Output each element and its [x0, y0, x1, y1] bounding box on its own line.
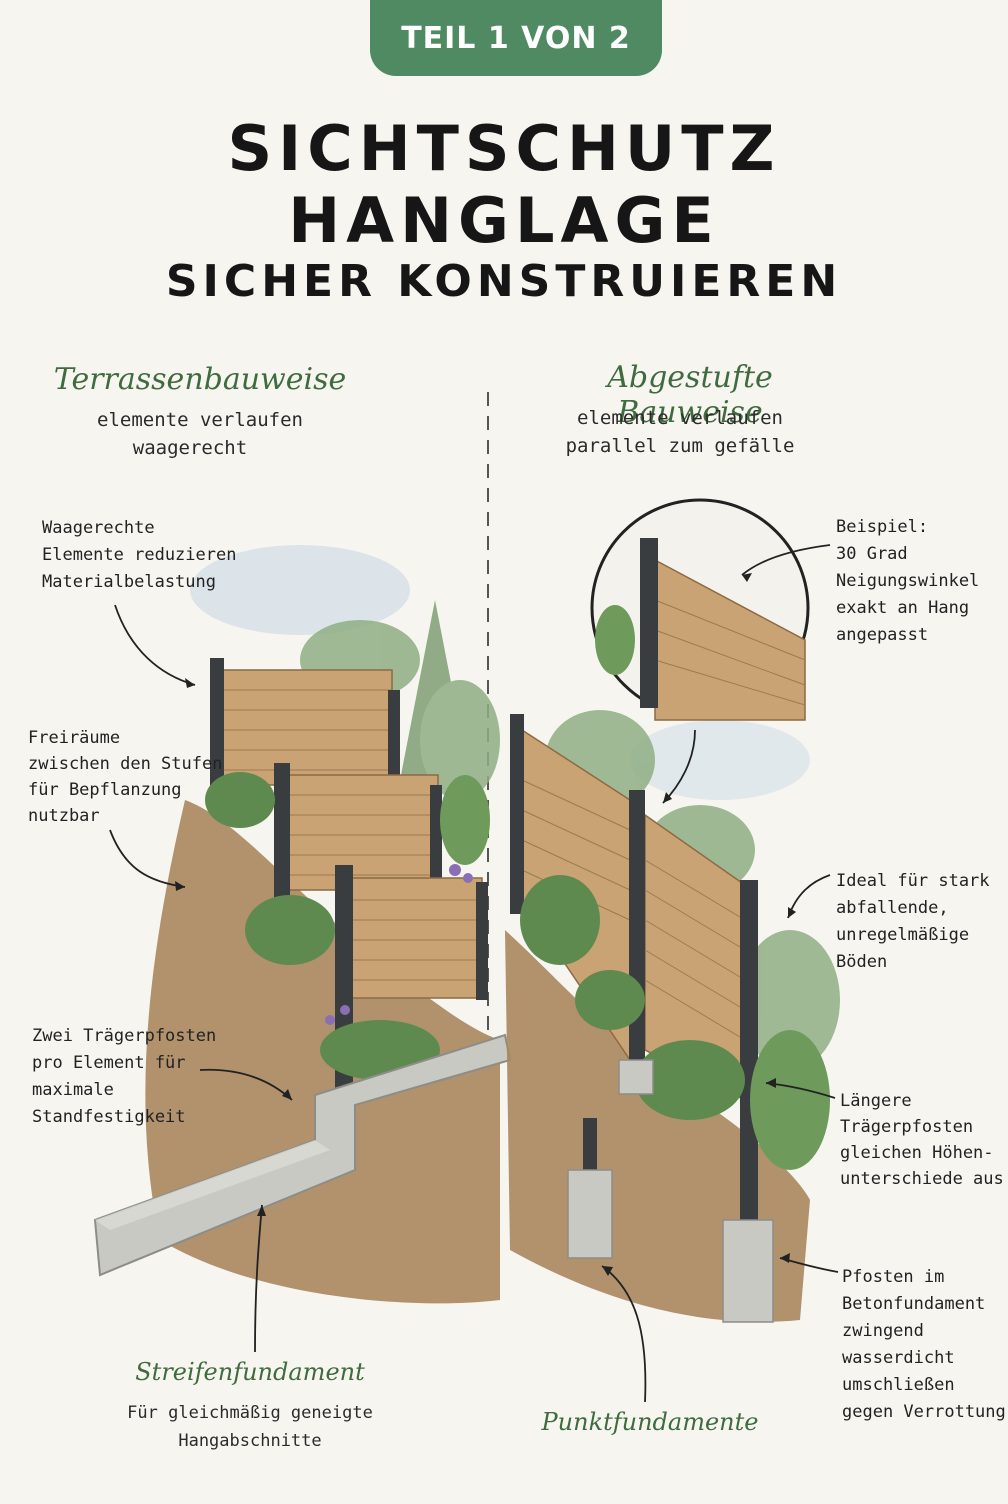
- note-example-angle: Beispiel: 30 Grad Neigungswinkel exakt a…: [836, 517, 980, 645]
- detail-circle: [590, 498, 810, 721]
- note-horizontal-elements: Waagerechte Elemente reduzieren Material…: [42, 518, 237, 592]
- right-heading: Abgestufte Bauweise: [607, 360, 773, 430]
- point-foundation-3: [722, 1219, 774, 1323]
- point-foundation-1: [618, 1059, 654, 1095]
- right-subline-1: elemente verlaufen: [577, 407, 783, 429]
- strip-foundation-sub-2: Hangabschnitte: [178, 1431, 322, 1451]
- title-line-3: SICHER KONSTRUIEREN: [165, 256, 843, 307]
- point-foundation-label: Punktfundamente: [541, 1408, 759, 1436]
- arrow-top-left: [114, 604, 196, 686]
- strip-foundation-label: Streifenfundament: [135, 1358, 365, 1386]
- point-foundation-2: [567, 1118, 613, 1259]
- title-line-2: HANGLAGE: [288, 184, 720, 257]
- arrow-strip-foundation: [254, 1204, 263, 1353]
- left-subline-2: waagerecht: [132, 437, 248, 459]
- left-fence-panel-2: [274, 763, 442, 903]
- right-plants: [520, 875, 830, 1170]
- sky-cloud-right: [630, 720, 810, 800]
- strip-foundation-sub-1: Für gleichmäßig geneigte: [127, 1403, 373, 1423]
- part-badge: TEIL 1 VON 2: [370, 0, 662, 76]
- left-fence-panel-1: [210, 658, 400, 798]
- note-concrete-foundation: Pfosten im Betonfundament zwingend wasse…: [842, 1267, 1006, 1422]
- left-subline-1: elemente verlaufen: [97, 409, 303, 431]
- right-subline-2: parallel zum gefälle: [565, 435, 795, 457]
- right-fence-panel-2: [629, 790, 758, 1230]
- sky-cloud-left: [190, 545, 410, 635]
- left-flowers: [325, 864, 473, 1025]
- arrow-heads: [175, 573, 796, 1276]
- note-planting-gaps: Freiräume zwischen den Stufen für Bepfla…: [28, 728, 223, 826]
- strip-foundation-top: [95, 1140, 330, 1230]
- note-longer-posts: Längere Trägerpfosten gleichen Höhen- un…: [840, 1091, 1004, 1189]
- left-fence-panel-3: [335, 865, 488, 1095]
- arrow-middle-left: [109, 829, 186, 888]
- arrow-detail: [741, 544, 831, 576]
- arrow-point-foundations: [601, 1265, 647, 1403]
- note-two-posts: Zwei Trägerpfosten pro Element für maxim…: [32, 1026, 217, 1127]
- left-heading: Terrassenbauweise: [53, 362, 347, 397]
- note-ideal-slopes: Ideal für stark abfallende, unregelmäßig…: [836, 871, 990, 972]
- title-line-1: SICHTSCHUTZ: [227, 112, 781, 185]
